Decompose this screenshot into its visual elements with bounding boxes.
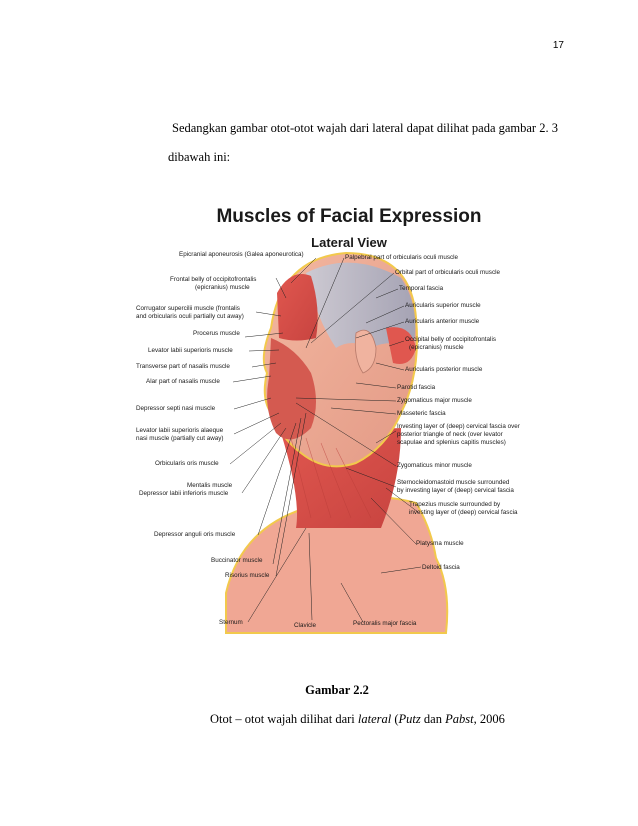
- paragraph-line-1: Sedangkan gambar otot-otot wajah dari la…: [172, 121, 558, 135]
- label-temporal-fascia: Temporal fascia: [399, 285, 444, 292]
- label-sternum: Sternum: [219, 619, 243, 626]
- label-buccinator: Buccinator muscle: [211, 557, 263, 564]
- label-clavicle: Clavicle: [294, 622, 317, 629]
- label-trapezius-1: Trapezius muscle surrounded by: [409, 501, 501, 508]
- label-alar-nasalis: Alar part of nasalis muscle: [146, 378, 220, 385]
- torso-shape: [225, 495, 449, 634]
- label-corrugator-1: Corrugator supercilii muscle (frontalis: [136, 305, 240, 312]
- label-procerus: Procerus muscle: [193, 330, 240, 337]
- label-depressor-anguli-oris: Depressor anguli oris muscle: [154, 531, 236, 538]
- page-number: 17: [552, 40, 564, 51]
- label-auricularis-anterior: Auricularis anterior muscle: [405, 318, 480, 325]
- label-auricularis-posterior: Auricularis posterior muscle: [405, 366, 483, 373]
- label-epicranial-aponeurosis: Epicranial aponeurosis (Galea aponeuroti…: [179, 251, 304, 258]
- label-zygomaticus-major: Zygomaticus major muscle: [397, 397, 472, 404]
- label-transverse-nasalis: Transverse part of nasalis muscle: [136, 363, 230, 370]
- label-masseteric-fascia: Masseteric fascia: [397, 410, 446, 417]
- label-platysma: Platysma muscle: [416, 540, 464, 547]
- label-investing-layer-2: posterior triangle of neck (over levator: [397, 431, 503, 438]
- label-depressor-septi: Depressor septi nasi muscle: [136, 405, 216, 412]
- label-frontal-belly-2: (epicranius) muscle: [195, 284, 250, 291]
- label-investing-layer-3: scapulae and splenius capitis muscles): [397, 439, 506, 446]
- label-levator-alaeque-2: nasi muscle (partially cut away): [136, 435, 224, 442]
- label-risorius: Risorius muscle: [225, 572, 270, 579]
- caption-italic-lateral: lateral: [357, 712, 392, 726]
- label-pectoralis-major-fascia: Pectoralis major fascia: [353, 620, 417, 627]
- label-frontal-belly-1: Frontal belly of occipitofrontalis: [170, 276, 257, 283]
- caption-italic-putz: Putz: [398, 712, 421, 726]
- label-occipital-belly-2: (epicranius) muscle: [409, 344, 464, 351]
- label-levator-labii-superioris: Levator labii superioris muscle: [148, 347, 233, 354]
- label-depressor-labii-inferioris: Depressor labii inferioris muscle: [139, 490, 229, 497]
- caption-text: Otot – otot wajah dilihat dari lateral (…: [210, 712, 505, 727]
- label-trapezius-2: investing layer of (deep) cervical fasci…: [409, 509, 518, 516]
- label-auricularis-superior: Auricularis superior muscle: [405, 302, 481, 309]
- caption-mid-1: (: [391, 712, 399, 726]
- label-occipital-belly-1: Occipital belly of occipitofrontalis: [405, 336, 496, 343]
- label-deltoid-fascia: Deltoid fascia: [422, 564, 460, 571]
- ear-shape: [354, 329, 377, 374]
- label-sternocleidomastoid-1: Sternocleidomastoid muscle surrounded: [397, 479, 510, 486]
- caption-suffix: , 2006: [473, 712, 505, 726]
- caption-title: Gambar 2.2: [305, 683, 369, 697]
- caption-italic-pabst: Pabst: [445, 712, 474, 726]
- anatomy-illustration: [225, 251, 449, 634]
- caption-prefix: Otot – otot wajah dilihat dari: [210, 712, 358, 726]
- label-sternocleidomastoid-2: by investing layer of (deep) cervical fa…: [397, 487, 514, 494]
- anatomy-figure: Muscles of Facial Expression Lateral Vie…: [131, 198, 567, 638]
- facial-muscles: [267, 338, 316, 440]
- label-levator-alaeque-1: Levator labii superioris alaeque: [136, 427, 224, 434]
- frontal-muscle: [277, 274, 318, 341]
- occipital-muscle: [386, 327, 416, 364]
- label-orbicularis-oris: Orbicularis oris muscle: [155, 460, 219, 467]
- label-corrugator-2: and orbicularis oculi partially cut away…: [136, 313, 244, 320]
- paragraph-line-2: dibawah ini:: [168, 150, 231, 164]
- label-palpebral-orbicularis: Palpebral part of orbicularis oculi musc…: [345, 254, 459, 261]
- label-mentalis: Mentalis muscle: [187, 482, 233, 489]
- scalp-fascia: [306, 262, 416, 348]
- label-orbital-orbicularis: Orbital part of orbicularis oculi muscle: [395, 269, 500, 276]
- label-parotid-fascia: Parotid fascia: [397, 384, 436, 391]
- label-zygomaticus-minor: Zygomaticus minor muscle: [397, 462, 472, 469]
- figure-subtitle: Lateral View: [311, 235, 387, 250]
- figure-title: Muscles of Facial Expression: [216, 206, 482, 227]
- label-investing-layer-1: Investing layer of (deep) cervical fasci…: [397, 423, 520, 430]
- caption-mid-2: dan: [420, 712, 446, 726]
